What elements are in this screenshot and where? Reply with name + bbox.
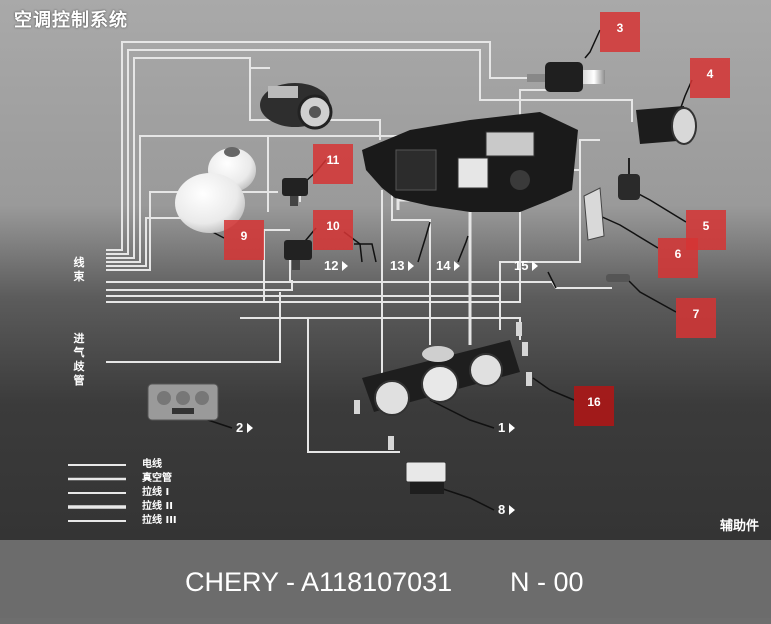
part-number: CHERY - A118107031 bbox=[185, 567, 453, 597]
marker-7: 7 bbox=[676, 298, 716, 338]
legend-item-cable-3: 拉线 III bbox=[142, 515, 177, 526]
arrow-right-icon bbox=[247, 423, 254, 433]
sensor-6 bbox=[583, 187, 605, 241]
diagram-title: 空调控制系统 bbox=[14, 10, 128, 31]
arrow-right-icon bbox=[509, 423, 516, 433]
arrow-right-icon bbox=[408, 261, 415, 271]
marker-10: 10 bbox=[313, 210, 353, 250]
marker-16: 16 bbox=[574, 386, 614, 426]
marker-11: 11 bbox=[313, 144, 353, 184]
callout-8: 8 bbox=[498, 502, 516, 518]
arrow-right-icon bbox=[342, 261, 349, 271]
intake-manifold-label-text: 进气歧管 bbox=[73, 332, 85, 387]
control-panel-bezel bbox=[147, 383, 219, 421]
screws bbox=[354, 322, 532, 450]
callout-2-label: 2 bbox=[236, 420, 244, 435]
callout-13: 13 bbox=[390, 258, 415, 274]
legend-item-wire: 电线 bbox=[142, 459, 162, 470]
legend-item-cable-2: 拉线 II bbox=[142, 501, 173, 512]
arrow-right-icon bbox=[532, 261, 539, 271]
marker-6: 6 bbox=[658, 238, 698, 278]
callout-12: 12 bbox=[324, 258, 349, 274]
callout-2: 2 bbox=[236, 420, 254, 436]
arrow-right-icon bbox=[509, 505, 516, 515]
marker-4: 4 bbox=[690, 58, 730, 98]
callout-14-label: 14 bbox=[436, 258, 451, 273]
vacuum-reservoir bbox=[175, 147, 256, 233]
arrow-right-icon bbox=[454, 261, 461, 271]
vacuum-valve-11 bbox=[282, 178, 308, 206]
evaporator-heater-unit bbox=[362, 112, 578, 212]
harness-label: 线束 bbox=[72, 256, 86, 284]
harness-label-text: 线束 bbox=[73, 256, 85, 283]
vacuum-valve-10 bbox=[284, 240, 312, 270]
ac-control-head bbox=[362, 340, 520, 416]
ac-control-system-diagram bbox=[0, 0, 771, 540]
marker-9: 9 bbox=[224, 220, 264, 260]
legend-item-cable-1: 拉线 I bbox=[142, 487, 170, 498]
thermistor-7 bbox=[606, 274, 630, 282]
revision-code: N - 00 bbox=[510, 567, 584, 597]
legend-item-vacuum-hose: 真空管 bbox=[142, 473, 172, 484]
callout-12-label: 12 bbox=[324, 258, 339, 273]
accessories-label: 辅助件 bbox=[719, 519, 759, 534]
legend-lines bbox=[68, 464, 126, 522]
callout-15: 15 bbox=[514, 258, 539, 274]
callout-1: 1 bbox=[498, 420, 516, 436]
blower-motor bbox=[636, 106, 697, 145]
callout-13-label: 13 bbox=[390, 258, 405, 273]
callout-1-label: 1 bbox=[498, 420, 506, 435]
compressor bbox=[260, 83, 333, 130]
ac-switch-8 bbox=[405, 461, 447, 494]
connection-lines bbox=[106, 29, 693, 511]
intake-manifold-label: 进气歧管 bbox=[72, 332, 86, 388]
actuator-5 bbox=[618, 158, 640, 200]
footer-bar: CHERY - A118107031 N - 00 bbox=[0, 540, 771, 618]
marker-3: 3 bbox=[600, 12, 640, 52]
callout-14: 14 bbox=[436, 258, 461, 274]
callout-8-label: 8 bbox=[498, 502, 506, 517]
pressure-switch bbox=[527, 62, 605, 92]
callout-15-label: 15 bbox=[514, 258, 529, 273]
